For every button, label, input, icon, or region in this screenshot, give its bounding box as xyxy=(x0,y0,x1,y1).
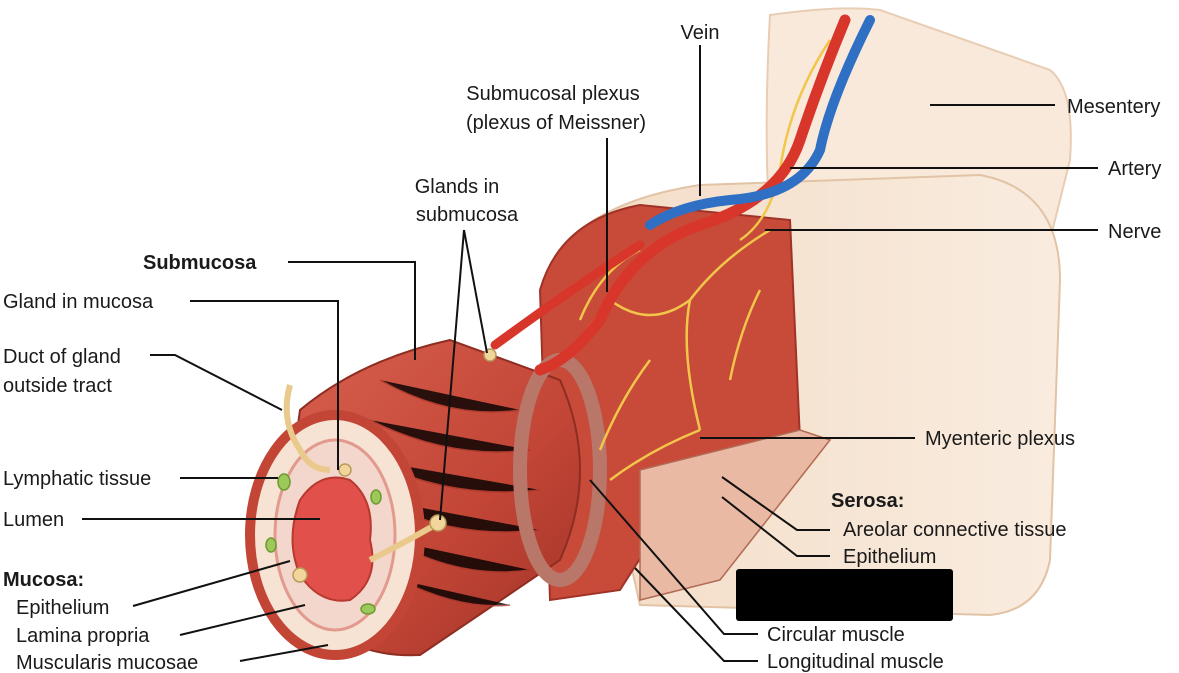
label-muscularis-mucosae: Muscularis mucosae xyxy=(16,652,198,673)
label-myenteric-plexus: Myenteric plexus xyxy=(925,428,1075,450)
label-submucosa: Submucosa xyxy=(143,252,257,274)
label-mucosa-epithelium: Epithelium xyxy=(16,597,109,619)
longitudinal-muscle-layer xyxy=(639,429,832,601)
label-lumen: Lumen xyxy=(3,509,64,531)
label-mucosa: Mucosa: xyxy=(3,569,84,591)
label-vein: Vein xyxy=(681,22,720,44)
label-gland-in-mucosa: Gland in mucosa xyxy=(3,291,154,313)
label-artery: Artery xyxy=(1108,158,1161,180)
label-areolar-connective-tissue: Areolar connective tissue xyxy=(843,519,1066,541)
lymphatic-nodules xyxy=(265,473,382,615)
vein-vessel xyxy=(645,15,875,230)
label-nerve: Nerve xyxy=(1108,221,1161,243)
lumen-shape xyxy=(291,476,374,602)
label-circular-muscle: Circular muscle xyxy=(767,624,905,646)
label-duct-of-gland: Duct of gland xyxy=(3,346,121,368)
label-lymphatic-tissue: Lymphatic tissue xyxy=(3,468,151,490)
redaction-box xyxy=(736,569,953,621)
label-serosa: Serosa: xyxy=(831,490,904,512)
label-submucosal-plexus-sub: (plexus of Meissner) xyxy=(466,112,646,134)
label-glands-submucosa: Glands in xyxy=(415,176,500,198)
submucosa-gland-duct xyxy=(368,522,437,563)
label-glands-submucosa-sub: submucosa xyxy=(416,204,519,226)
label-longitudinal-muscle: Longitudinal muscle xyxy=(767,651,944,673)
leader-lines xyxy=(82,45,1098,662)
label-lamina-propria: Lamina propria xyxy=(16,625,150,647)
artery-vessel xyxy=(534,14,851,376)
label-serosa-epithelium: Epithelium xyxy=(843,546,936,568)
label-duct-outside-tract: outside tract xyxy=(3,375,112,397)
label-mesentery: Mesentery xyxy=(1067,96,1160,118)
artery-branch xyxy=(490,240,645,350)
duct-of-gland xyxy=(283,384,331,473)
label-submucosal-plexus: Submucosal plexus xyxy=(466,83,639,105)
